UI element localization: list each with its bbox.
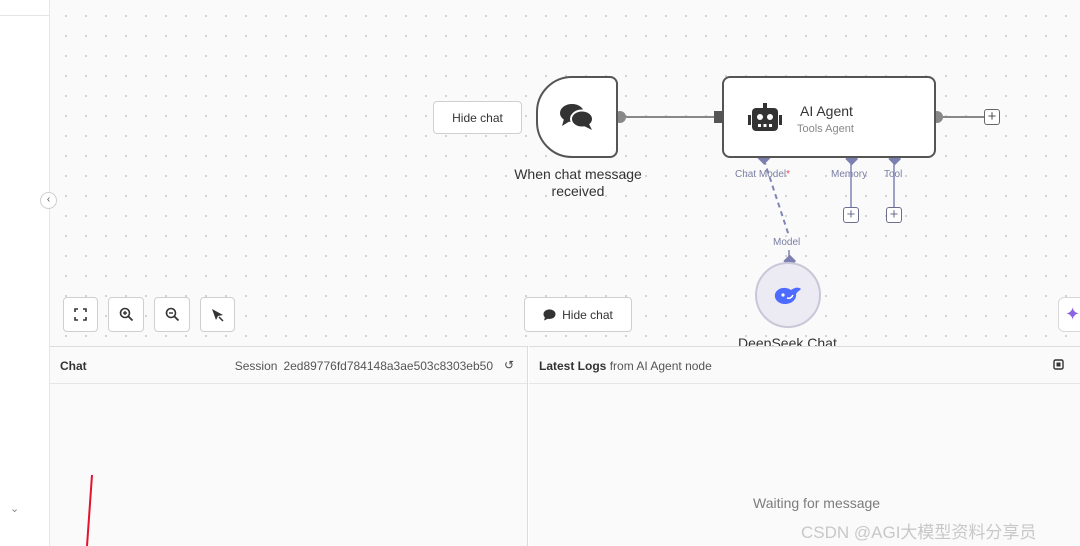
sidebar-collapse-button[interactable]: ‹ [40,192,57,209]
chat-title: Chat [60,359,87,373]
left-sidebar: ⌄ [0,0,50,546]
fit-view-button[interactable] [63,297,98,332]
chat-model-label: Chat Model* [735,169,791,180]
robot-icon [748,103,782,131]
sidebar-divider [0,15,49,16]
zoom-out-button[interactable] [154,297,190,332]
deepseek-node-label: DeepSeek Chat [738,335,837,346]
zoom-in-button[interactable] [108,297,144,332]
session-label: Session [234,359,278,373]
fit-view-icon [74,308,87,321]
add-tool-button[interactable]: + [886,207,902,223]
agent-subtitle: Tools Agent [797,123,854,135]
trigger-node-label: When chat message received [514,166,642,199]
session-id: 2ed89776fd784148a3ae503c8303eb50 [283,359,493,373]
chat-trigger-node[interactable] [536,76,618,158]
plus-icon: + [889,206,899,223]
add-memory-button[interactable]: + [843,207,859,223]
connection-model-agent [763,159,790,237]
open-in-new-icon[interactable] [1053,359,1064,370]
agent-input-handle [714,111,722,123]
agent-title: AI Agent [800,103,853,119]
broom-icon [212,309,224,322]
logs-title-rest: from AI Agent node [609,359,712,373]
workflow-canvas[interactable]: Hide chat When chat message received AI … [50,0,1080,346]
zoom-in-icon [119,307,133,322]
hide-chat-button[interactable]: Hide chat [524,297,632,332]
chat-panel-header: Chat Session 2ed89776fd784148a3ae503c8303… [50,347,527,384]
add-node-button[interactable]: + [984,109,1000,125]
zoom-out-icon [165,307,179,322]
reset-session-icon[interactable]: ↺ [503,358,514,372]
watermark: CSDN @AGI大模型资料分享员 [801,523,1037,542]
memory-label: Memory [831,169,868,180]
ai-assistant-button[interactable]: ✦ [1058,297,1080,332]
hide-chat-label: Hide chat [562,307,613,322]
plus-icon: + [987,108,997,125]
chat-bubbles-icon [560,104,594,130]
logs-panel-header: Latest Logs from AI Agent node [529,347,1080,384]
hide-chat-label: Hide chat [452,110,503,125]
chevron-down-icon[interactable]: ⌄ [10,503,20,515]
model-label: Model [773,237,801,248]
deepseek-whale-icon [774,287,801,304]
logs-panel: Latest Logs from AI Agent node Waiting f… [529,346,1080,546]
chat-panel: Chat Session 2ed89776fd784148a3ae503c8303… [50,346,528,546]
logs-title: Latest Logs from AI Agent node [539,359,712,373]
tool-label: Tool [884,169,903,180]
logs-title-bold: Latest Logs [539,359,607,373]
hide-chat-button-canvas[interactable]: Hide chat [433,101,522,134]
chat-bubble-icon [543,308,556,320]
ai-agent-node[interactable]: AI Agent Tools Agent [722,76,936,158]
chevron-left-icon: ‹ [46,194,51,205]
tidy-up-button[interactable] [200,297,235,332]
plus-icon: + [846,206,856,223]
waiting-message: Waiting for message [753,495,881,511]
sparkle-icon: ✦ [1065,304,1080,324]
session-info: Session 2ed89776fd784148a3ae503c8303eb50 [235,359,493,373]
deepseek-chat-node[interactable] [755,262,821,328]
